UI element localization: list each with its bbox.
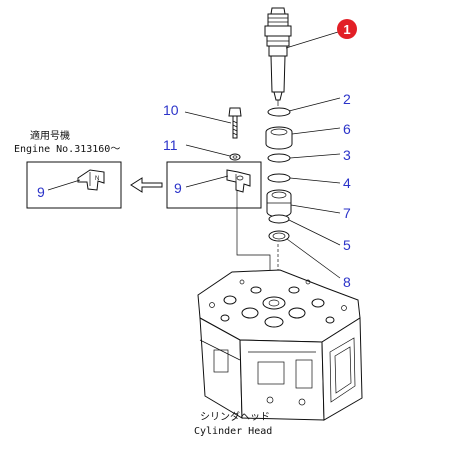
o-ring-3: [267, 153, 291, 163]
o-ring-5: [268, 214, 290, 224]
clamp-9-main: [226, 169, 251, 193]
callout-1: 1: [343, 22, 350, 37]
gasket-8: [268, 230, 290, 242]
callout-6: 6: [343, 121, 351, 137]
callout-3: 3: [343, 147, 351, 163]
callout-2: 2: [343, 91, 351, 107]
svg-text:N: N: [95, 176, 99, 182]
clamp-box: [166, 161, 262, 209]
cylinder-head-label-en: Cylinder Head: [194, 426, 272, 437]
callout-8: 8: [343, 274, 351, 290]
replacement-arrow: [130, 177, 163, 193]
sleeve-7: [266, 189, 292, 218]
callout-7: 7: [343, 205, 351, 221]
o-ring-4: [267, 173, 291, 183]
callout-11: 11: [163, 137, 178, 153]
engine-number-label: Engine No.313160～: [14, 144, 120, 155]
callout-9-main: 9: [174, 180, 182, 196]
o-ring-2: [267, 107, 291, 117]
inset-box: [26, 161, 122, 209]
callout-10: 10: [163, 102, 179, 118]
washer-11: [229, 153, 241, 161]
bolt-10: [228, 107, 242, 139]
clamp-9-inset: N: [77, 169, 105, 191]
callout-4: 4: [343, 175, 351, 191]
injector: [264, 7, 292, 106]
callout-9-inset: 9: [37, 184, 45, 200]
cylinder-head-label-jp: シリンダヘッド: [200, 410, 270, 423]
callout-5: 5: [343, 237, 351, 253]
applicable-label: 適用号機: [30, 129, 70, 142]
leader-lines: [47, 31, 341, 300]
cylinder-head: [197, 269, 363, 421]
sleeve-6: [265, 126, 293, 150]
highlight-badge: [337, 19, 357, 39]
